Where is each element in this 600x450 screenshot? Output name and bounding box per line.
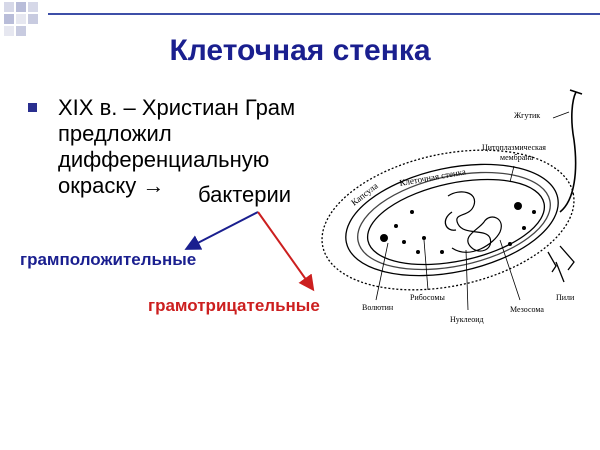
pili-shape (547, 245, 575, 283)
arrow-to-gram-positive (184, 211, 259, 250)
flagellum-shape (559, 91, 577, 213)
pili-label: Пили (556, 293, 575, 302)
nucleoid-shape (447, 191, 502, 253)
decorative-squares (4, 2, 38, 36)
header-divider (48, 13, 600, 15)
membrane-label-line2: мембрана (500, 153, 534, 162)
bacteria-label: бактерии (198, 182, 292, 207)
gram-negative-label: грамотрицательные (148, 296, 320, 315)
slide-title: Клеточная стенка (169, 34, 431, 67)
bullet-line-2: предложил (58, 121, 172, 146)
membrane-label-line1: Цитоплазмическая (482, 143, 546, 152)
volutin-label: Волютин (362, 303, 394, 312)
bullet-line-4: окраску → (58, 173, 165, 198)
gram-positive-label: грамположительные (20, 250, 197, 269)
arrow-to-gram-negative (257, 211, 315, 292)
bullet-line-3: дифференциальную (58, 147, 270, 172)
cell-wall-inner (357, 171, 551, 271)
cell-wall-label: Клеточная стенка (399, 166, 467, 188)
nucleoid-label: Нуклеоид (450, 315, 484, 324)
mesosome-granule (514, 202, 522, 210)
bullet-line-1: XIX в. – Христиан Грам (58, 95, 296, 120)
cytoplasmic-membrane (366, 178, 546, 266)
capsule-outline (321, 149, 575, 291)
cell-wall-outer (345, 163, 559, 277)
volutin-granule (380, 234, 388, 242)
mesosome-label: Мезосома (510, 305, 544, 314)
bullet-square-icon (28, 103, 37, 112)
flagellum-label: Жгутик (514, 111, 540, 120)
ribosomes-label: Рибосомы (410, 293, 445, 302)
bullet-paragraph: XIX в. – Христиан Грам предложил диффере… (58, 95, 328, 199)
